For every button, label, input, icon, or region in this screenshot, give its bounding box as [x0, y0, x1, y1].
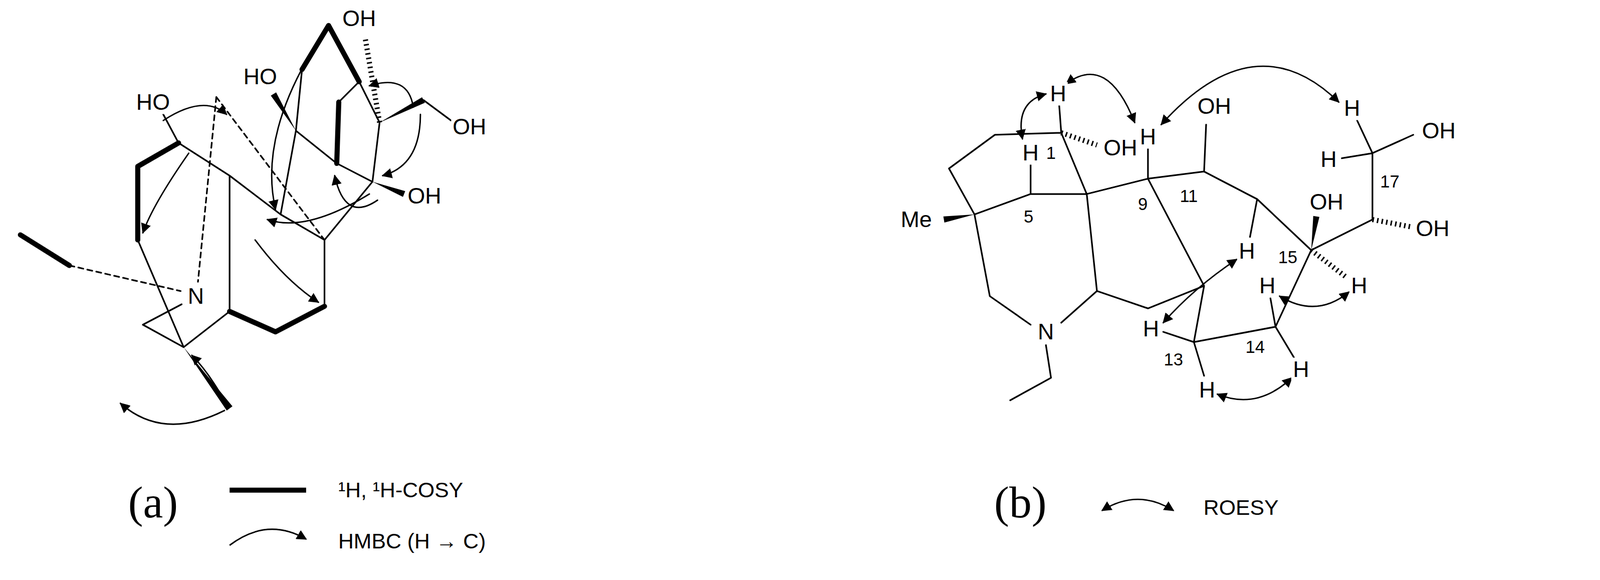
dashed-bonds — [69, 97, 325, 292]
hashed-bonds — [1061, 132, 1411, 278]
atom-label: H — [1257, 274, 1277, 298]
hmbc-arrow — [120, 403, 225, 425]
hmbc-arrow — [163, 105, 227, 121]
atom-label: H — [1021, 141, 1041, 165]
cosy-sample — [229, 487, 307, 493]
wedge-bond — [943, 214, 975, 223]
locant-number: 1 — [1044, 143, 1058, 162]
atom-label: H — [1197, 377, 1217, 402]
atom-label: OH — [1414, 216, 1451, 241]
atom-label: N — [1036, 319, 1056, 344]
hmbc-arrow — [369, 82, 414, 108]
roesy-arrow — [1217, 377, 1292, 400]
hashed-bond — [365, 38, 380, 123]
atom-label: OH — [450, 114, 488, 139]
bond-lines — [137, 69, 451, 348]
atom-label: HO — [134, 90, 172, 114]
locant-number: 11 — [1178, 186, 1200, 205]
roesy-arrow — [1279, 292, 1349, 307]
cosy-bonds — [20, 25, 360, 332]
legend-text: ¹H, ¹H-COSY — [336, 478, 465, 502]
atom-label: OH — [340, 6, 378, 31]
roesy-sample — [1101, 499, 1174, 511]
locant-number: 13 — [1162, 350, 1186, 369]
roesy-arrow — [1066, 74, 1135, 123]
hmbc-arrow — [334, 175, 378, 207]
hmbc-sample — [229, 529, 307, 546]
panel-label: (a) — [126, 478, 180, 526]
bond-lines — [949, 105, 1414, 401]
hmbc-arrow — [142, 153, 189, 234]
atom-label: H — [1342, 96, 1362, 120]
locant-number: 14 — [1243, 337, 1267, 356]
atom-label: H — [1048, 82, 1068, 106]
panel-label: (b) — [992, 478, 1048, 526]
wedge-bond — [379, 97, 425, 123]
structure-b — [943, 66, 1414, 400]
atom-label: N — [186, 284, 206, 308]
atom-label: H — [1349, 274, 1369, 298]
atom-label: H — [1138, 124, 1158, 149]
hmbc-arrows — [120, 61, 421, 424]
roesy-arrow — [1161, 66, 1339, 125]
structure-a — [20, 25, 451, 424]
atom-label: OH — [406, 183, 443, 208]
legend-text: ROESY — [1202, 496, 1281, 519]
atom-label: Me — [899, 207, 934, 232]
wedge-bond — [183, 347, 233, 411]
locant-number: 5 — [1022, 207, 1035, 226]
atom-label: OH — [1196, 94, 1233, 118]
roesy-arrow — [1021, 93, 1047, 139]
roesy-arrow — [1163, 259, 1237, 323]
legend-text: HMBC (H → C) — [336, 529, 488, 553]
atom-label: OH — [1420, 118, 1458, 143]
locant-number: 9 — [1136, 194, 1150, 213]
atom-label: HO — [242, 64, 279, 89]
hmbc-arrow — [382, 114, 421, 176]
atom-label: H — [1141, 316, 1161, 341]
wedge-bonds — [943, 214, 1320, 251]
locant-number: 15 — [1276, 248, 1300, 267]
wedge-bond — [1311, 215, 1320, 251]
hmbc-arrow — [267, 193, 370, 223]
locant-number: 17 — [1378, 172, 1402, 191]
wedge-bonds — [183, 92, 425, 411]
wedge-bond — [372, 181, 405, 197]
atom-label: OH — [1101, 136, 1139, 160]
hmbc-arrow — [255, 240, 319, 303]
atom-label: H — [1291, 357, 1311, 382]
atom-label: H — [1237, 239, 1257, 263]
roesy-arrows — [1021, 66, 1349, 400]
atom-label: OH — [1308, 190, 1345, 214]
atom-label: H — [1318, 147, 1338, 171]
hmbc-arrow — [191, 355, 227, 405]
